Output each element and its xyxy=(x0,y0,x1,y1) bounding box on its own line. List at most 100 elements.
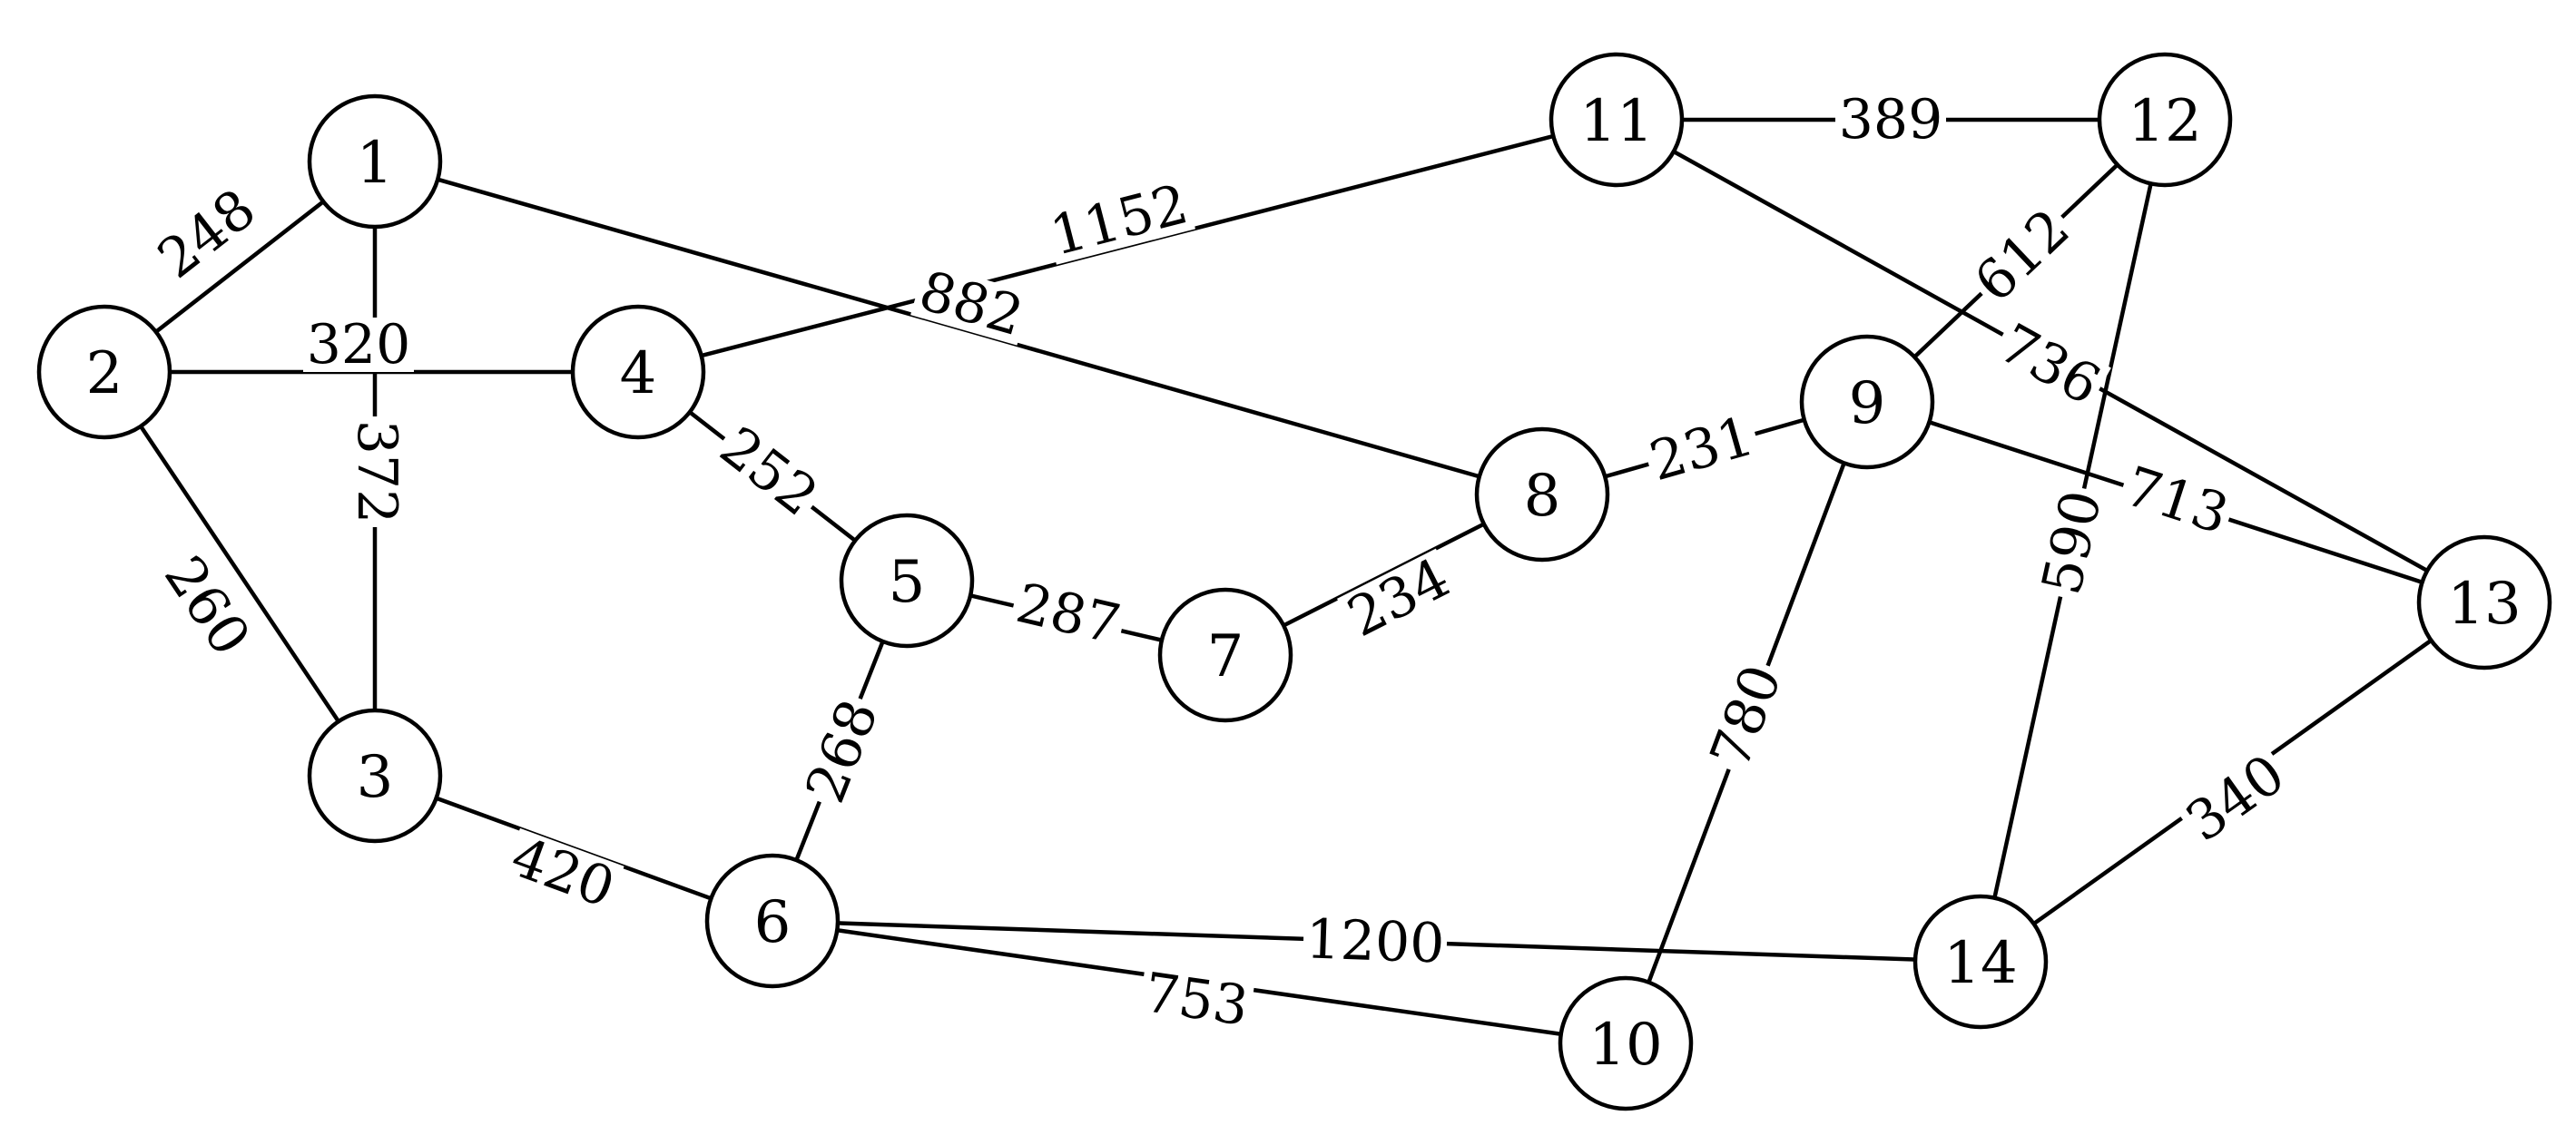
edge-weight-label-background xyxy=(1043,176,1195,265)
node-label: 5 xyxy=(889,549,926,616)
edge-weight-label-background xyxy=(1137,964,1255,1035)
edge-weight-text: 420 xyxy=(503,825,623,920)
edge-weight-label-1-2: 248 xyxy=(146,177,268,291)
edge-weight-text: 252 xyxy=(708,415,829,529)
node-label: 1 xyxy=(357,130,394,197)
edge-weight-label-6-10: 753 xyxy=(1137,961,1255,1039)
node-9: 9 xyxy=(1799,334,1935,470)
edge-weight-label-5-7: 287 xyxy=(1008,572,1129,657)
edge-weight-text: 231 xyxy=(1643,405,1760,494)
node-label: 14 xyxy=(1943,930,2017,997)
edge-weight-label-background xyxy=(153,544,261,668)
node-label: 13 xyxy=(2447,571,2521,638)
node-circle xyxy=(1799,334,1935,470)
node-circle xyxy=(36,304,172,440)
edge-weight-label-background xyxy=(1008,574,1129,654)
edge-weight-label-9-10: 780 xyxy=(1698,655,1794,778)
node-label: 11 xyxy=(1579,88,1653,155)
node-circle xyxy=(839,513,975,649)
node-14: 14 xyxy=(1912,894,2049,1030)
node-circle xyxy=(2416,534,2552,670)
edge-weight-label-background xyxy=(2115,457,2238,544)
edge-weight-label-6-14: 1200 xyxy=(1303,907,1448,976)
edge-weight-label-background xyxy=(303,318,414,372)
edge-weight-text: 1152 xyxy=(1044,172,1194,269)
edge-weight-label-9-13: 713 xyxy=(2115,455,2238,547)
edge-weight-text: 268 xyxy=(793,691,890,811)
edge-weight-text: 590 xyxy=(2030,485,2115,601)
node-circle xyxy=(704,853,841,989)
node-circle xyxy=(307,708,443,844)
node-label: 9 xyxy=(1849,370,1886,437)
edge-weight-text: 248 xyxy=(146,177,267,291)
edge-2-3 xyxy=(103,370,377,778)
edge-weight-label-12-14: 590 xyxy=(2030,482,2115,603)
node-2: 2 xyxy=(36,304,172,440)
edge-weight-label-background xyxy=(1701,655,1792,778)
node-4: 4 xyxy=(570,304,706,440)
node-label: 4 xyxy=(620,340,657,407)
edge-weight-text: 882 xyxy=(912,259,1029,349)
node-13: 13 xyxy=(2416,534,2552,670)
node-3: 3 xyxy=(307,708,443,844)
node-circle xyxy=(307,93,443,230)
node-circle xyxy=(1474,426,1610,563)
edge-weight-label-4-11: 1152 xyxy=(1043,172,1195,269)
node-circle xyxy=(1157,587,1293,723)
edge-weight-label-5-6: 268 xyxy=(793,690,891,813)
node-circle xyxy=(1549,52,1685,188)
edge-weight-text: 389 xyxy=(1839,88,1943,152)
node-circle xyxy=(570,304,706,440)
edge-weight-text: 780 xyxy=(1698,657,1794,777)
edge-weight-text: 260 xyxy=(152,545,262,667)
node-label: 3 xyxy=(357,744,394,811)
node-10: 10 xyxy=(1558,975,1694,1111)
edge-weight-label-background xyxy=(910,262,1032,346)
edge-weight-label-background xyxy=(1963,198,2081,314)
edge-weight-label-background xyxy=(146,178,268,290)
node-11: 11 xyxy=(1549,52,1685,188)
edge-weight-label-8-9: 231 xyxy=(1641,405,1763,494)
edge-weight-label-2-3: 260 xyxy=(152,544,262,668)
edge-weight-label-1-8: 882 xyxy=(910,259,1032,349)
node-label: 7 xyxy=(1207,623,1244,690)
node-label: 10 xyxy=(1588,1012,1662,1079)
edge-weight-label-13-14: 340 xyxy=(2174,742,2297,855)
node-label: 8 xyxy=(1524,463,1561,530)
edge-weight-text: 340 xyxy=(2175,742,2296,855)
edge-weight-label-11-12: 389 xyxy=(1835,88,1946,152)
edge-weight-text: 713 xyxy=(2118,455,2237,547)
node-12: 12 xyxy=(2097,52,2233,188)
edge-weight-text: 753 xyxy=(1140,961,1252,1039)
node-circle xyxy=(1558,975,1694,1111)
edge-weight-label-background xyxy=(1988,314,2111,416)
edge-weight-label-background xyxy=(708,416,830,528)
edge-weight-text: 320 xyxy=(307,313,411,377)
edge-weight-label-3-6: 420 xyxy=(501,825,624,921)
edge-weight-label-background xyxy=(501,827,624,918)
edge-weight-label-background xyxy=(2174,744,2297,853)
edge-weight-label-2-4: 320 xyxy=(303,313,414,377)
node-label: 2 xyxy=(86,340,123,407)
edge-weight-label-background xyxy=(1337,548,1460,648)
node-8: 8 xyxy=(1474,426,1610,563)
edge-weight-label-background xyxy=(349,416,404,527)
edge-weight-label-background xyxy=(796,690,889,813)
edge-weight-label-background xyxy=(1303,912,1448,972)
edge-weight-label-4-5: 252 xyxy=(708,415,830,529)
node-circle xyxy=(2097,52,2233,188)
node-label: 12 xyxy=(2128,88,2201,155)
edge-weight-text: 372 xyxy=(345,420,408,524)
node-1: 1 xyxy=(307,93,443,230)
node-label: 6 xyxy=(754,889,791,956)
node-7: 7 xyxy=(1157,587,1293,723)
edge-weight-text: 287 xyxy=(1010,572,1126,657)
edge-weight-label-7-8: 234 xyxy=(1337,546,1460,650)
edge-weight-label-background xyxy=(1641,407,1763,491)
node-6: 6 xyxy=(704,853,841,989)
edge-weight-label-background xyxy=(2033,482,2111,603)
node-circle xyxy=(1912,894,2049,1030)
node-5: 5 xyxy=(839,513,975,649)
